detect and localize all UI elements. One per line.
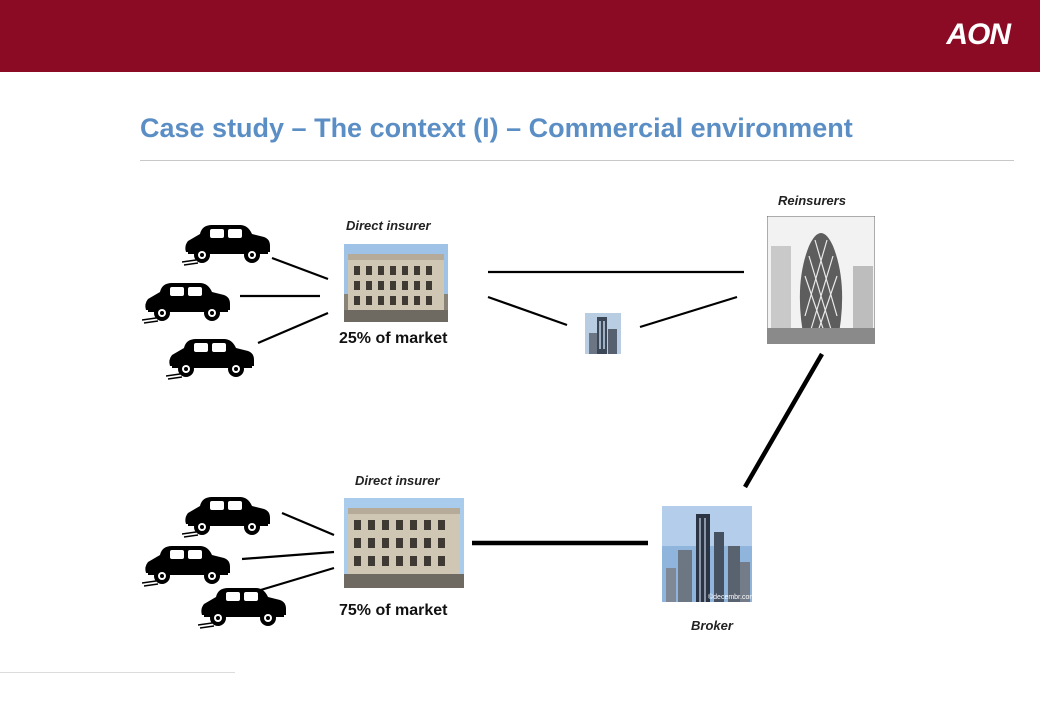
title-divider bbox=[140, 160, 1014, 161]
car-icon bbox=[142, 546, 230, 587]
slide-title: Case study – The context (I) – Commercia… bbox=[140, 113, 853, 143]
header-bar: AON bbox=[0, 0, 1040, 72]
market-share-top: 25% of market bbox=[339, 330, 448, 347]
car-line-6 bbox=[253, 566, 335, 594]
direct-insurer-bottom-label: Direct insurer bbox=[355, 473, 440, 488]
car-icon bbox=[182, 497, 270, 538]
insurer-building-image bbox=[344, 244, 448, 322]
car-icon bbox=[198, 588, 286, 629]
car-line-5 bbox=[241, 550, 335, 561]
aon-logo: AON bbox=[946, 18, 1011, 51]
reinsurers-gherkin-image bbox=[767, 216, 875, 344]
car-line-3 bbox=[257, 311, 329, 345]
footer-divider bbox=[0, 672, 235, 673]
intermediary-reinsurer-line bbox=[639, 295, 738, 329]
reinsurers-label: Reinsurers bbox=[778, 193, 846, 208]
car-icon bbox=[142, 283, 230, 324]
broker-label: Broker bbox=[691, 618, 733, 633]
broker-skyline-image: ©decembr.com bbox=[662, 506, 752, 609]
market-share-bottom: 75% of market bbox=[339, 602, 448, 619]
car-line-4 bbox=[281, 511, 335, 537]
broker-image-caption: ©decembr.com bbox=[708, 593, 752, 601]
direct-insurer-top-label: Direct insurer bbox=[346, 218, 431, 233]
car-icon bbox=[182, 225, 270, 266]
broker-reinsurer-line bbox=[743, 352, 824, 489]
insurer-building-image bbox=[344, 498, 464, 588]
car-line-1 bbox=[271, 256, 329, 281]
car-icon bbox=[166, 339, 254, 380]
intermediary-building-image bbox=[585, 313, 621, 354]
insurer-intermediary-line bbox=[487, 295, 568, 327]
